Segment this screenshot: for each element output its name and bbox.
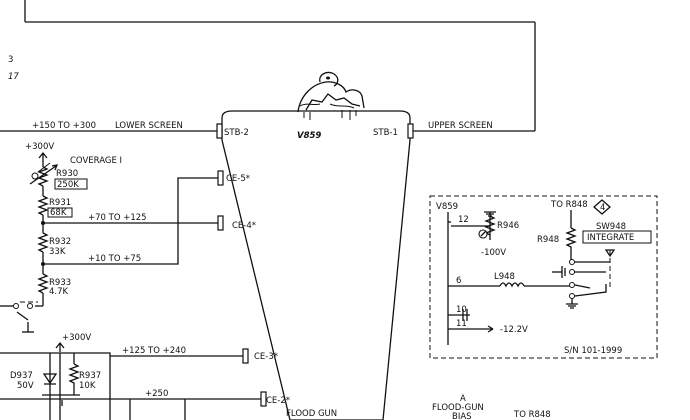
serial-range: S/N 101-1999 (564, 346, 622, 356)
r933-label: R933 (49, 278, 71, 288)
r933-value: 4.7K (49, 287, 69, 297)
l948-coil (499, 282, 525, 288)
divider-bottom-wiring (0, 293, 44, 333)
marker-number: 4 (600, 203, 605, 213)
ce3-voltage: +125 TO +240 (122, 346, 186, 356)
r930-label: R930 (56, 169, 78, 179)
pin-stb2: STB-2 (224, 128, 249, 138)
r931-zigzag (37, 195, 49, 216)
r946-zigzag (484, 215, 496, 236)
r931-label: R931 (49, 198, 71, 208)
bottom-supply-label: +300V (62, 333, 91, 343)
pin-ce2: CE-2* (266, 396, 290, 406)
ground-top (484, 211, 496, 217)
pin-ce5: CE-5* (226, 174, 250, 184)
pin11-label: 11 (456, 319, 467, 329)
flood-gun-label: FLOOD GUN (286, 409, 337, 419)
pin-stb1: STB-1 (373, 128, 398, 138)
integrate-label: INTEGRATE (587, 233, 634, 243)
r937-label: R937 (79, 371, 101, 381)
inset-box (429, 195, 658, 359)
bottom-to-r848: TO R848 (513, 410, 551, 420)
pin10-label: 10 (456, 305, 467, 315)
bottom-bias: BIAS (452, 412, 472, 420)
r932-zigzag (37, 232, 49, 253)
neg100-label: -100V (481, 248, 506, 258)
margin-char-1: 3 (8, 55, 13, 65)
inset-tube: V859 (436, 202, 458, 212)
pin12-label: 12 (458, 215, 469, 225)
r933-zigzag (37, 273, 49, 294)
r930-adjust-arrow (29, 164, 59, 185)
marker-diamond (593, 199, 611, 215)
tube-name: V859 (297, 131, 321, 141)
r932-label: R932 (49, 237, 71, 247)
tube-envelope (221, 110, 411, 420)
pin6-label: 6 (456, 276, 461, 286)
mid-voltage: +10 TO +75 (88, 254, 141, 264)
r948-zigzag (565, 227, 577, 262)
ce5-wire (43, 177, 218, 265)
ce4-voltage: +70 TO +125 (88, 213, 147, 223)
top-frame-wire (24, 0, 536, 131)
ground-diode (42, 394, 80, 406)
r937-value: 10K (79, 381, 96, 391)
supply-arrow (38, 151, 48, 162)
coverage-label: COVERAGE I (70, 156, 122, 166)
r930-value: 250K (57, 180, 79, 190)
lower-screen-voltage: +150 TO +300 (32, 121, 96, 131)
ce2-voltage: +250 (145, 389, 168, 399)
bottom-supply-wire (0, 352, 111, 420)
r931-value: 68K (50, 208, 67, 218)
neg12-label: -12.2V (500, 325, 528, 335)
bottom-supply-arrow (55, 341, 65, 352)
inset-to-r848: TO R848 (550, 200, 588, 210)
r930-zigzag (37, 166, 49, 187)
upper-screen-wire (407, 123, 535, 139)
pin11-wire (448, 325, 494, 333)
supply-top: +300V (25, 142, 54, 152)
lower-screen-wire (0, 123, 223, 139)
d937-diode (42, 373, 58, 385)
r948-label: R948 (537, 235, 559, 245)
upper-screen-label: UPPER SCREEN (428, 121, 493, 131)
r946-label: R946 (497, 221, 519, 231)
l948-label: L948 (494, 272, 515, 282)
bottom-a: A (460, 394, 466, 404)
figurine-drawing (297, 71, 365, 120)
d937-label: D937 (10, 371, 33, 381)
r932-value: 33K (49, 247, 66, 257)
ce2-wire (0, 398, 262, 420)
bottom-flood-gun: FLOOD-GUN (432, 403, 484, 413)
pin-ce3: CE-3* (254, 352, 278, 362)
pin10-wire (448, 309, 470, 321)
lower-screen-label: LOWER SCREEN (115, 121, 183, 131)
r937-zigzag (68, 363, 80, 395)
d937-value: 50V (17, 381, 34, 391)
pin-ce4: CE-4* (232, 221, 256, 231)
sw948-label: SW948 (596, 222, 626, 232)
switch-assembly (552, 249, 616, 309)
margin-char-2: 17 (8, 72, 19, 82)
